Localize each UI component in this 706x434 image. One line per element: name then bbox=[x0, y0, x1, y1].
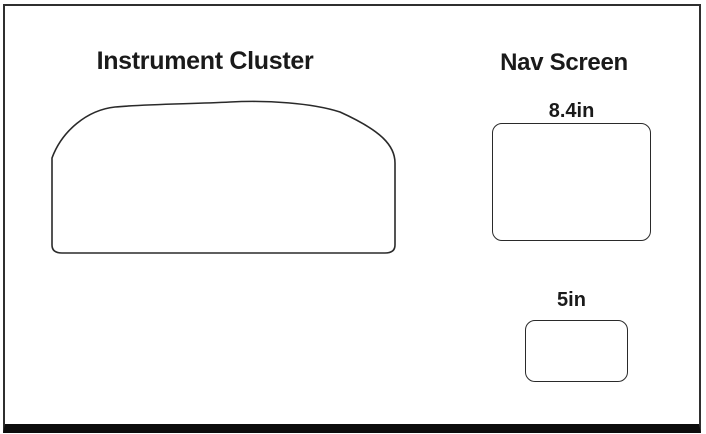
nav-screen-size-label: 8.4in bbox=[548, 100, 595, 122]
aux-screen-outline bbox=[525, 320, 628, 382]
nav-screen-title: Nav Screen bbox=[500, 49, 628, 76]
instrument-cluster-title: Instrument Cluster bbox=[96, 47, 314, 75]
instrument-cluster-outline bbox=[51, 100, 396, 254]
nav-screen-outline bbox=[492, 123, 651, 241]
aux-screen-size-label: 5in bbox=[557, 289, 586, 311]
